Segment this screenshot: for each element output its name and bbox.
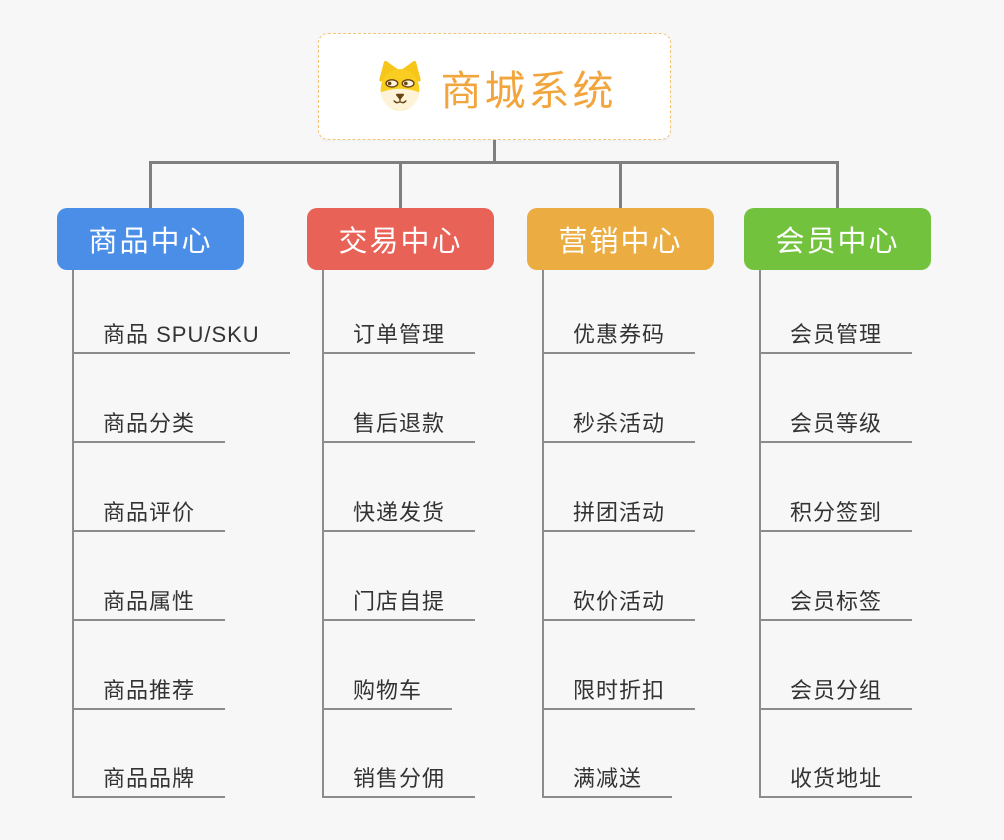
leaf-node[interactable]: 快递发货 <box>323 498 476 532</box>
leaf-node[interactable]: 商品品牌 <box>73 764 226 798</box>
shiba-dog-icon <box>373 60 427 114</box>
root-title: 商城系统 <box>440 67 617 114</box>
leaf-node[interactable]: 拼团活动 <box>543 498 696 532</box>
connector-column-2 <box>322 270 324 798</box>
leaf-node[interactable]: 购物车 <box>323 676 453 710</box>
connector-bus <box>149 161 839 164</box>
leaf-node[interactable]: 商品评价 <box>73 498 226 532</box>
leaf-node[interactable]: 订单管理 <box>323 320 476 354</box>
leaf-node[interactable]: 会员管理 <box>760 320 913 354</box>
root-node[interactable]: 商城系统 <box>318 33 671 140</box>
connector-drop-2 <box>399 161 402 208</box>
connector-column-4 <box>759 270 761 798</box>
branch-member-center[interactable]: 会员中心 <box>744 208 931 270</box>
leaf-node[interactable]: 会员标签 <box>760 587 913 621</box>
connector-drop-4 <box>836 161 839 208</box>
leaf-node[interactable]: 售后退款 <box>323 409 476 443</box>
leaf-node[interactable]: 商品属性 <box>73 587 226 621</box>
leaf-node[interactable]: 商品分类 <box>73 409 226 443</box>
leaf-node[interactable]: 商品 SPU/SKU <box>73 320 290 354</box>
branch-product-center[interactable]: 商品中心 <box>57 208 244 270</box>
leaf-node[interactable]: 收货地址 <box>760 764 913 798</box>
connector-column-3 <box>542 270 544 798</box>
leaf-node[interactable]: 会员等级 <box>760 409 913 443</box>
branch-trade-center[interactable]: 交易中心 <box>307 208 494 270</box>
leaf-node[interactable]: 优惠券码 <box>543 320 696 354</box>
leaf-node[interactable]: 门店自提 <box>323 587 476 621</box>
leaf-node[interactable]: 秒杀活动 <box>543 409 696 443</box>
leaf-node[interactable]: 满减送 <box>543 764 673 798</box>
leaf-node[interactable]: 商品推荐 <box>73 676 226 710</box>
branch-marketing-center[interactable]: 营销中心 <box>527 208 714 270</box>
connector-root-stub <box>493 140 496 162</box>
connector-drop-3 <box>619 161 622 208</box>
connector-column-1 <box>72 270 74 798</box>
leaf-node[interactable]: 会员分组 <box>760 676 913 710</box>
leaf-node[interactable]: 销售分佣 <box>323 764 476 798</box>
connector-drop-1 <box>149 161 152 208</box>
leaf-node[interactable]: 积分签到 <box>760 498 913 532</box>
leaf-node[interactable]: 砍价活动 <box>543 587 696 621</box>
leaf-node[interactable]: 限时折扣 <box>543 676 696 710</box>
